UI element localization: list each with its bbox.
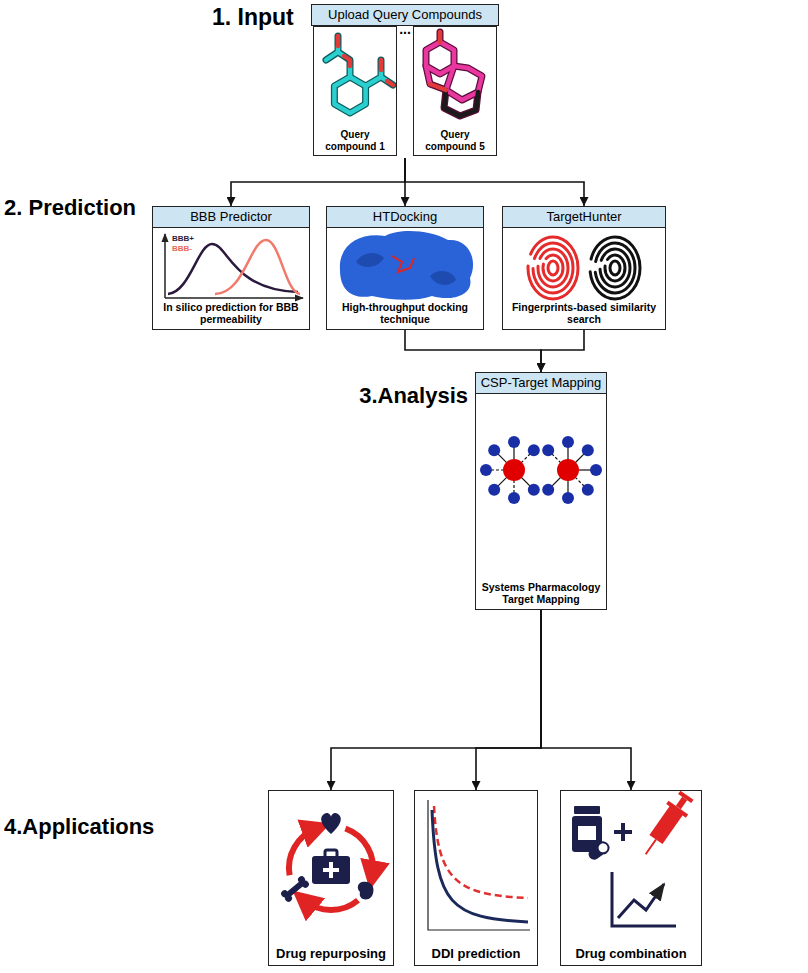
tile-caption: Drug combination: [564, 947, 698, 962]
connector-arrow: [231, 158, 405, 206]
card-caption: High-throughput docking technique: [330, 301, 480, 326]
image-frame: High-throughput docking technique: [326, 228, 484, 330]
image-frame: Systems Pharmacology Target Mapping: [475, 394, 607, 610]
connector-arrow: [476, 610, 541, 790]
section-heading: 1. Input: [212, 5, 294, 30]
bbb-distribution-chart: [165, 234, 303, 298]
tile-caption: Query compound 5: [417, 129, 493, 152]
method-card: BBB Predictor In silico prediction for BB…: [152, 206, 310, 330]
legend-label: BBB+: [172, 235, 194, 244]
repurposing-icon: [280, 813, 374, 910]
protein-surface: [340, 231, 473, 300]
application-tile: DDI prediction: [414, 790, 538, 966]
legend-label: BBB-: [172, 245, 192, 254]
tile-caption: Query compound 1: [317, 129, 393, 152]
application-tile: Drug repurposing: [268, 790, 394, 966]
card-header: BBB Predictor: [152, 206, 310, 228]
connector-arrow: [541, 610, 631, 790]
ellipsis-mark: ...: [397, 22, 413, 37]
tile-caption: Drug repurposing: [272, 947, 390, 962]
card-header: CSP-Target Mapping: [475, 372, 607, 394]
card-caption: In silico prediction for BBB permeabilit…: [156, 301, 306, 326]
fingerprint-icons: [528, 237, 640, 299]
connector-arrow: [331, 610, 541, 790]
compound-tile: Query compound 5: [413, 26, 497, 156]
image-frame: Fingerprints-based similarity search: [502, 228, 666, 330]
target-network: [480, 436, 602, 504]
card-caption: Systems Pharmacology Target Mapping: [479, 581, 603, 606]
card-header: HTDocking: [326, 206, 484, 228]
compound-tile: Query compound 1: [313, 26, 397, 156]
connector-arrow: [405, 330, 541, 372]
analysis-card: CSP-Target MappingSystems Pharmacology T…: [475, 372, 607, 610]
section-heading: 2. Prediction: [4, 196, 136, 220]
connector-arrow: [405, 158, 584, 206]
molecule-magenta: [426, 32, 482, 116]
card-header: TargetHunter: [502, 206, 666, 228]
application-tile: Drug combination: [560, 790, 702, 966]
section-heading: 3.Analysis: [340, 384, 468, 408]
molecule-cyan: [326, 36, 393, 113]
tile-caption: DDI prediction: [418, 947, 534, 962]
method-card: TargetHunterFingerprints-based similarit…: [502, 206, 666, 330]
method-card: HTDockingHigh-throughput docking techniq…: [326, 206, 484, 330]
connector-arrow: [541, 330, 584, 372]
section-heading: 4.Applications: [4, 815, 154, 839]
card-caption: Fingerprints-based similarity search: [506, 301, 662, 326]
ddi-curves: [428, 800, 530, 930]
combination-icon: [572, 788, 697, 926]
